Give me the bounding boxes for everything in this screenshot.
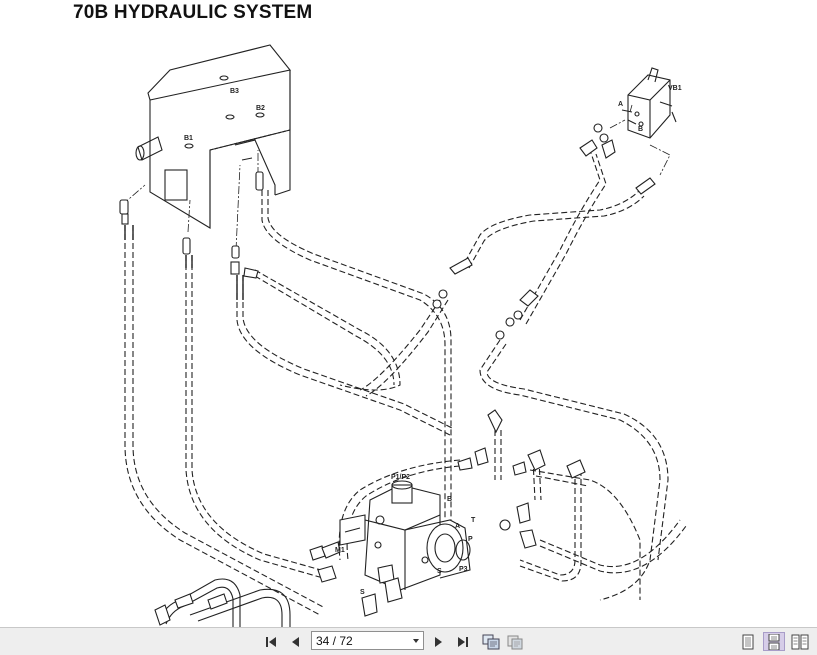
callout-p3: P3	[459, 566, 468, 573]
document-page: 70B HYDRAULIC SYSTEM	[73, 2, 687, 627]
callout-b3: B3	[230, 88, 239, 95]
callout-t-pump: T	[471, 517, 476, 524]
bookmarks-icon	[507, 635, 523, 649]
pump-assembly	[339, 480, 471, 591]
thumbnails-icon	[482, 634, 500, 649]
single-page-view-button[interactable]	[739, 632, 757, 651]
callout-a-valve: A	[618, 101, 623, 108]
callout-m1: M1	[335, 547, 345, 554]
next-page-icon	[435, 636, 442, 647]
continuous-view-button[interactable]	[763, 632, 785, 651]
thumbnails-button[interactable]	[481, 632, 501, 651]
callout-b1: B1	[184, 135, 193, 142]
previous-page-button[interactable]	[286, 632, 304, 651]
bookmarks-button[interactable]	[505, 632, 525, 651]
fittings	[119, 123, 656, 626]
callout-vb1: VB1	[668, 85, 682, 92]
two-page-view-button[interactable]	[790, 632, 810, 651]
callout-p1p2: P1/P2	[391, 474, 410, 481]
first-page-icon	[266, 636, 276, 647]
page-indicator: 34 / 72	[316, 633, 353, 648]
hydraulic-tank	[135, 44, 291, 229]
hydraulic-diagram: B3 B2 B1 VB1 A B P1/P2 B A P T M1 S P3 S	[119, 44, 687, 627]
last-page-button[interactable]	[454, 632, 472, 651]
callout-p-pump: P	[468, 536, 473, 543]
hose-lines	[124, 149, 687, 616]
two-page-icon	[791, 634, 809, 649]
callout-a-pump: A	[455, 523, 460, 530]
viewer-toolbar: 34 / 72	[0, 627, 817, 655]
first-page-button[interactable]	[262, 632, 280, 651]
callout-b-valve: B	[638, 126, 643, 133]
control-valve	[621, 67, 677, 139]
callout-b-pump: B	[447, 496, 452, 503]
page-number-select[interactable]: 34 / 72	[311, 631, 424, 650]
callout-b2: B2	[256, 105, 265, 112]
page-title: 70B HYDRAULIC SYSTEM	[73, 2, 313, 23]
callout-s-lower: S	[360, 589, 365, 596]
continuous-page-icon	[768, 633, 780, 650]
previous-page-icon	[292, 636, 299, 647]
single-page-icon	[742, 634, 754, 649]
chevron-down-icon	[413, 639, 419, 643]
last-page-icon	[458, 636, 468, 647]
callout-s-pump: S	[437, 568, 442, 575]
next-page-button[interactable]	[430, 632, 448, 651]
